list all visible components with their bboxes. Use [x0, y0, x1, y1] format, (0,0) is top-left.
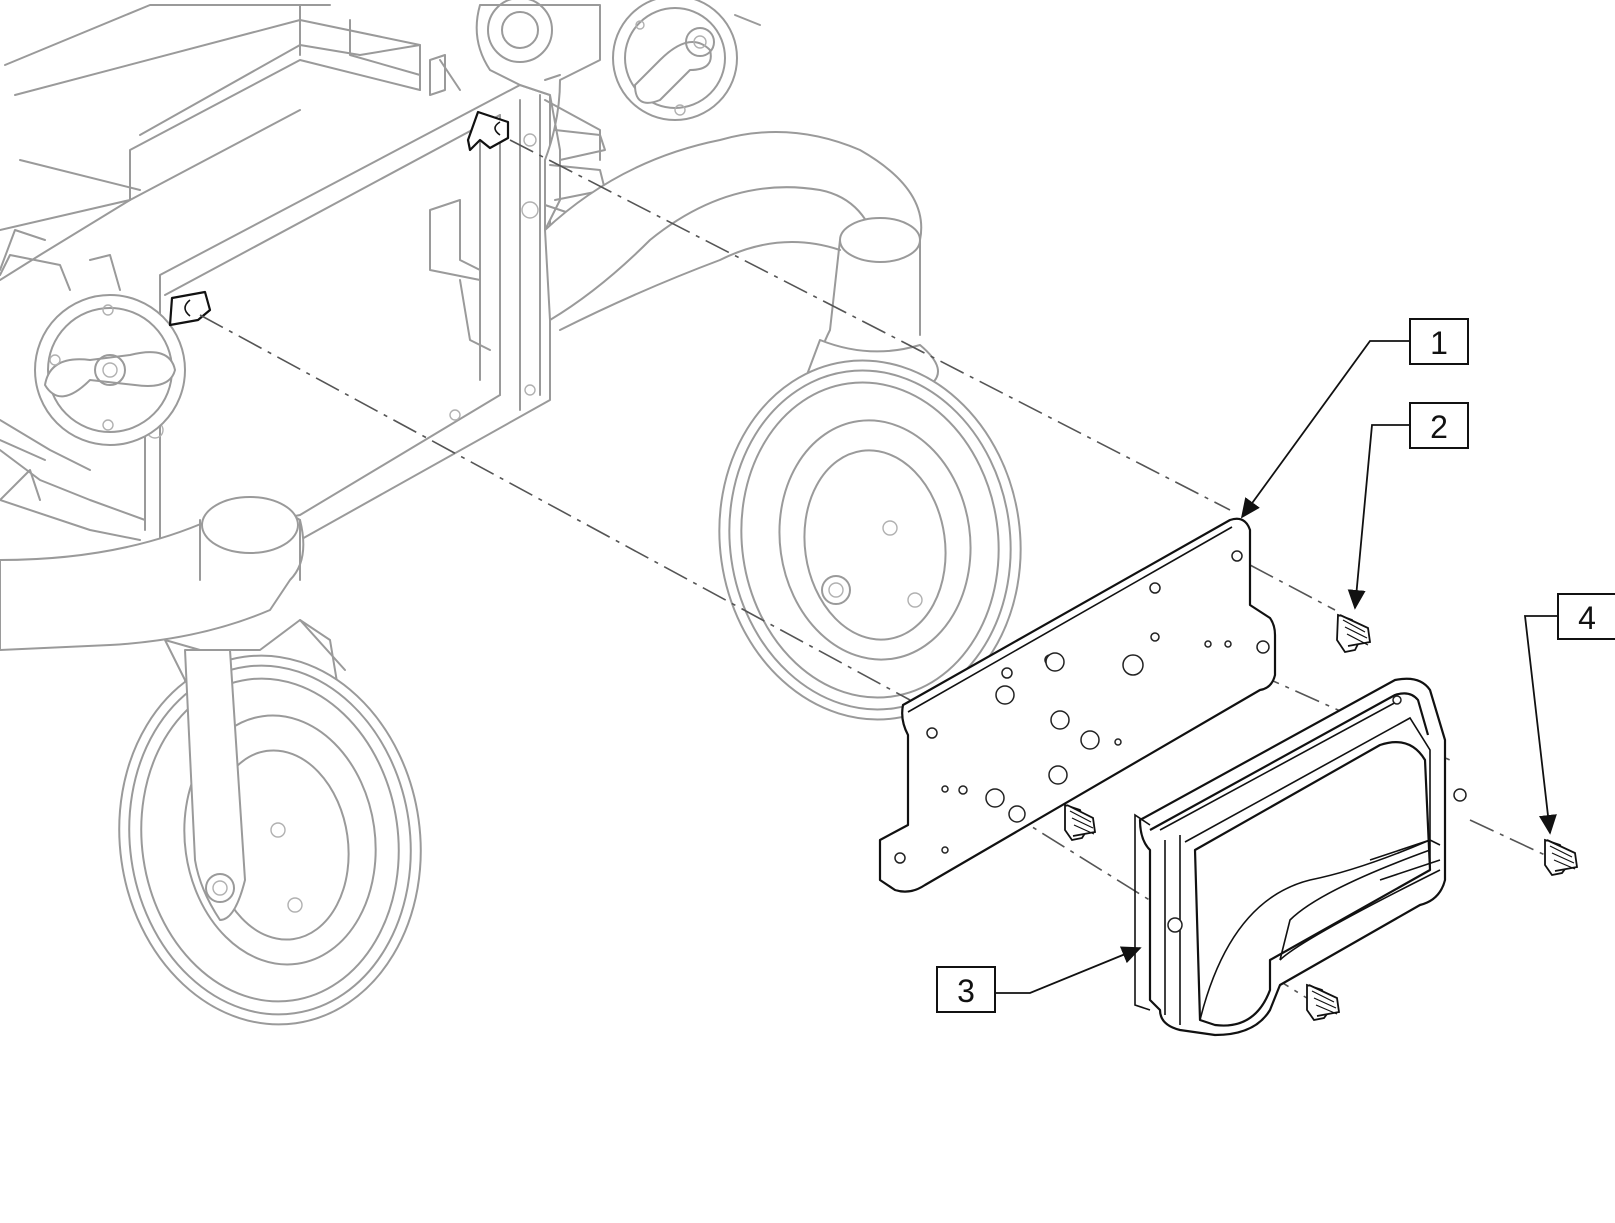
callout-2-label: 2	[1430, 409, 1448, 445]
controller-module	[1134, 677, 1467, 1037]
left-caster-wheel-ghost	[118, 649, 422, 1026]
callout-3: 3	[936, 946, 1142, 1013]
motor-housing-ghost	[0, 0, 606, 501]
callout-4-label: 4	[1578, 600, 1596, 636]
callout-4: 4	[1523, 593, 1615, 835]
left-knob-ghost	[34, 294, 186, 446]
top-knob-ghost	[612, 0, 761, 121]
plate-screw-lower	[1064, 803, 1097, 841]
controller-screw-right	[1544, 838, 1579, 876]
frame-clip-lower	[168, 290, 212, 327]
frame-clip-upper	[466, 110, 510, 152]
callout-3-label: 3	[957, 973, 975, 1009]
controller-screw-lower	[1306, 983, 1341, 1021]
right-caster-wheel-ghost	[718, 359, 1022, 721]
plate-screw-upper	[1336, 613, 1372, 654]
callout-2: 2	[1347, 402, 1469, 610]
mounting-plate	[878, 517, 1277, 893]
callout-1-label: 1	[1430, 325, 1448, 361]
callout-1: 1	[1240, 318, 1469, 519]
chassis-details-ghost	[0, 54, 446, 471]
chassis-frame-ghost	[0, 4, 551, 561]
